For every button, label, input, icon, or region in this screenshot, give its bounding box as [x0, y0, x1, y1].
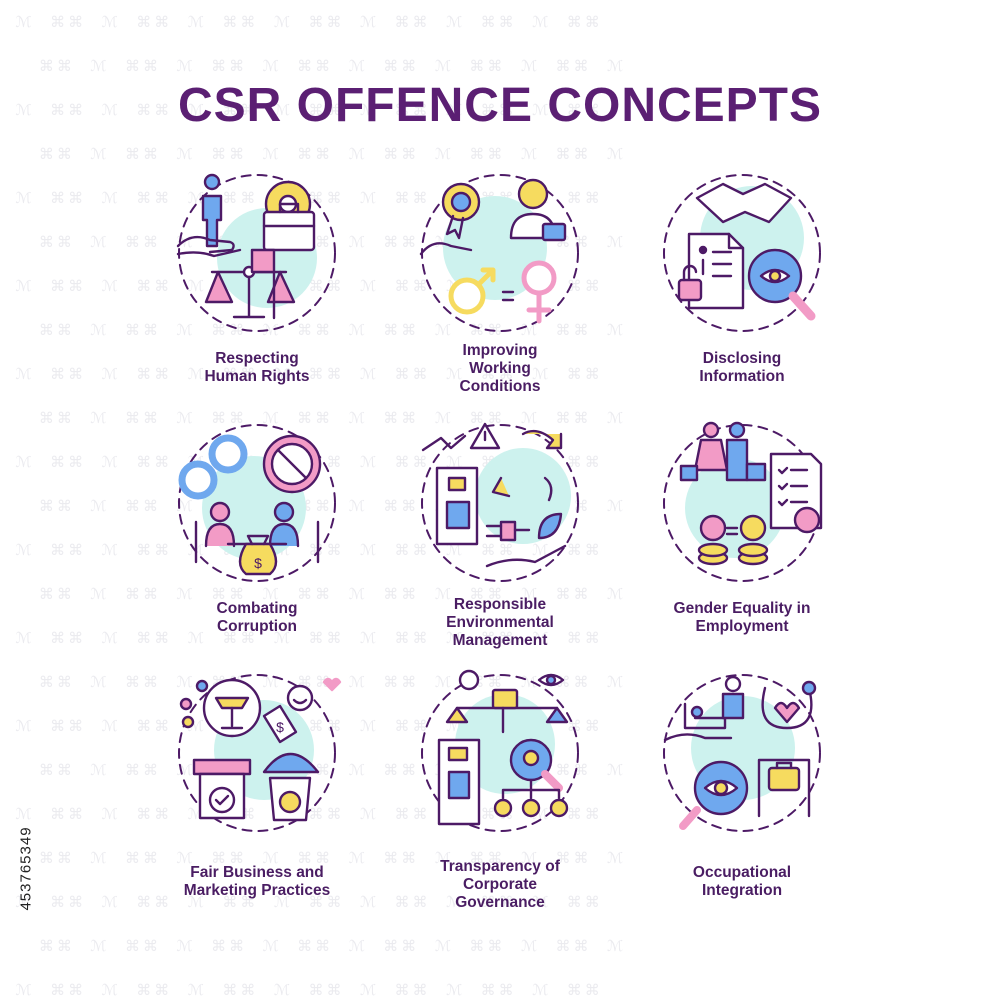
svg-text:$: $ — [254, 555, 262, 571]
svg-text:$: $ — [276, 719, 284, 735]
gender-equality-icon — [657, 418, 827, 588]
concept-label: Disclosing Information — [699, 350, 785, 385]
human-rights-icon — [172, 168, 342, 338]
concept-label: Responsible Environmental Management — [446, 596, 554, 649]
concept-label: Improving Working Conditions — [459, 342, 541, 395]
corporate-governance-icon — [415, 668, 585, 838]
concept-label: Gender Equality in Employment — [673, 600, 811, 635]
working-conditions-icon — [415, 168, 585, 338]
combating-corruption-icon: $ — [172, 418, 342, 588]
concept-label: Occupational Integration — [692, 864, 792, 899]
disclosing-information-icon — [657, 168, 827, 338]
fair-business-icon: $ — [172, 668, 342, 838]
page-title: CSR OFFENCE CONCEPTS — [177, 79, 823, 132]
concept-label: Transparency of Corporate Governance — [440, 858, 560, 911]
concept-label: Respecting Human Rights — [204, 350, 310, 385]
stock-image-id: 453765349 — [16, 760, 35, 980]
environmental-management-icon — [415, 418, 585, 588]
concept-label: Fair Business and Marketing Practices — [183, 864, 331, 899]
stock-id-text: 453765349 — [17, 826, 35, 911]
occupational-integration-icon — [657, 668, 827, 838]
concept-label: Combating Corruption — [216, 600, 298, 635]
